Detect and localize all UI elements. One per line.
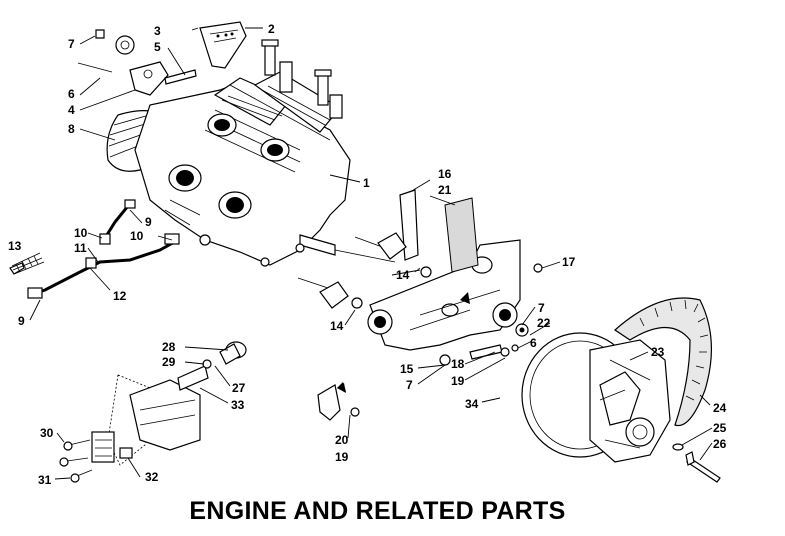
callout-33: 33 bbox=[231, 398, 245, 412]
page-title: ENGINE AND RELATED PARTS bbox=[189, 497, 566, 525]
callout-25: 25 bbox=[713, 421, 727, 435]
callout-16: 16 bbox=[438, 167, 452, 181]
callout-7-mid: 7 bbox=[538, 301, 545, 315]
callout-8: 8 bbox=[68, 122, 75, 136]
callout-19-right: 19 bbox=[451, 374, 465, 388]
callout-34: 34 bbox=[465, 397, 479, 411]
top-bracket bbox=[199, 21, 247, 69]
leader-lines bbox=[29, 27, 713, 480]
callout-28: 28 bbox=[162, 340, 176, 354]
callout-30: 30 bbox=[40, 426, 54, 440]
callout-5: 5 bbox=[154, 40, 161, 54]
fuel-lines bbox=[9, 199, 180, 299]
callout-6-top: 6 bbox=[68, 87, 75, 101]
callout-18: 18 bbox=[451, 357, 465, 371]
callout-17: 17 bbox=[562, 255, 576, 269]
callout-4: 4 bbox=[68, 103, 75, 117]
upper-left-parts bbox=[77, 29, 197, 96]
callout-31: 31 bbox=[38, 473, 52, 487]
callout-26: 26 bbox=[713, 437, 727, 451]
callout-7-low: 7 bbox=[406, 378, 413, 392]
callout-29: 29 bbox=[162, 355, 176, 369]
lower-left-assembly bbox=[59, 341, 247, 483]
callout-21: 21 bbox=[438, 183, 452, 197]
callout-19-low: 19 bbox=[335, 450, 349, 464]
callout-labels: 1 2 3 4 5 6 7 8 9 10 11 12 13 14 15 16 1… bbox=[8, 22, 727, 487]
callout-9-upper: 9 bbox=[145, 215, 152, 229]
callout-7-top: 7 bbox=[68, 37, 75, 51]
engine-assembly bbox=[106, 39, 396, 267]
callout-2: 2 bbox=[268, 22, 275, 36]
clutch-bolt bbox=[672, 443, 721, 483]
callout-24: 24 bbox=[713, 401, 727, 415]
callout-27: 27 bbox=[232, 381, 246, 395]
callout-32: 32 bbox=[145, 470, 159, 484]
drive-clutch bbox=[521, 332, 671, 463]
drive-belt bbox=[614, 297, 712, 427]
callout-1: 1 bbox=[363, 176, 370, 190]
callout-6-right: 6 bbox=[530, 336, 537, 350]
callout-10-right: 10 bbox=[130, 229, 144, 243]
callout-9-lower: 9 bbox=[18, 314, 25, 328]
callout-11: 11 bbox=[74, 241, 87, 255]
right-hardware bbox=[439, 263, 543, 366]
callout-14-lower: 14 bbox=[330, 319, 344, 333]
callout-23: 23 bbox=[651, 345, 665, 359]
callout-22: 22 bbox=[537, 316, 551, 330]
callout-12: 12 bbox=[113, 289, 127, 303]
callout-20: 20 bbox=[335, 433, 349, 447]
callout-3: 3 bbox=[154, 24, 161, 38]
callout-15: 15 bbox=[400, 362, 414, 376]
callout-10-left: 10 bbox=[74, 226, 88, 240]
callout-13: 13 bbox=[8, 239, 22, 253]
callout-14-upper: 14 bbox=[396, 268, 410, 282]
